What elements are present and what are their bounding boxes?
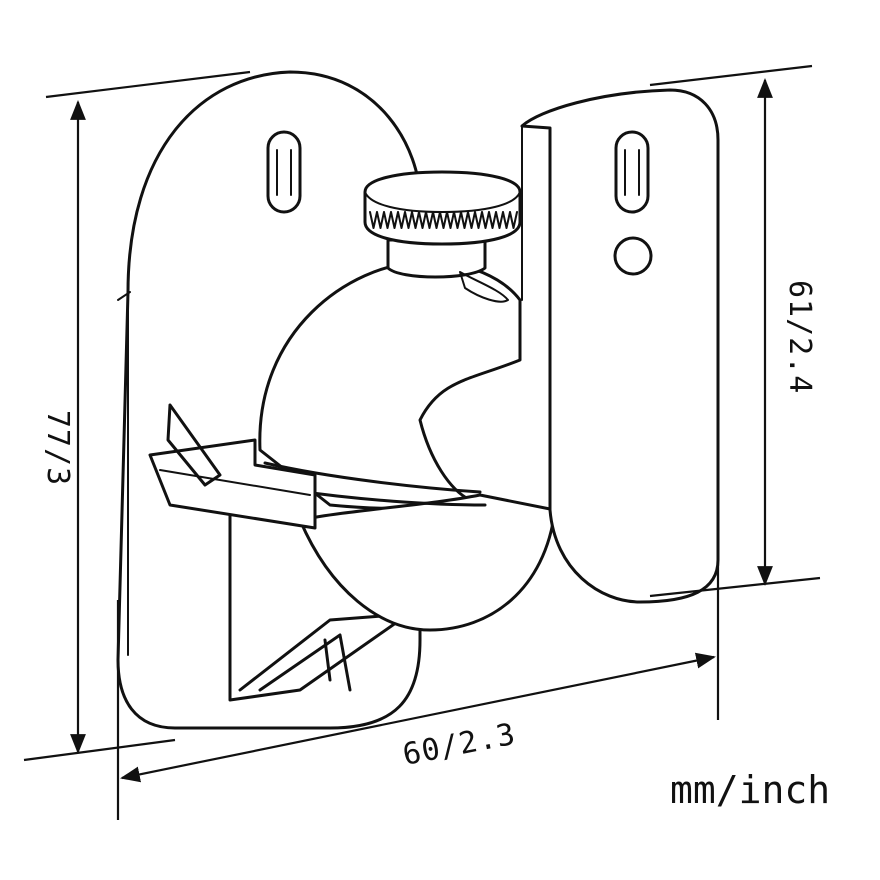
height-label: 77/3 bbox=[40, 410, 75, 486]
tilt-lever bbox=[148, 403, 317, 530]
knurled-knob bbox=[363, 170, 522, 303]
arm-slot bbox=[614, 130, 650, 214]
ball-joint bbox=[258, 260, 557, 632]
width-dimension bbox=[116, 520, 720, 820]
arm-hole bbox=[613, 236, 653, 276]
arm-height-label: 61/2.4 bbox=[782, 280, 817, 394]
speaker-arm bbox=[520, 88, 720, 604]
width-label: 60/2.3 bbox=[400, 717, 519, 773]
unit-label: mm/inch bbox=[670, 768, 830, 812]
arm-height-dimension bbox=[649, 64, 821, 598]
plate-slot bbox=[266, 130, 302, 214]
